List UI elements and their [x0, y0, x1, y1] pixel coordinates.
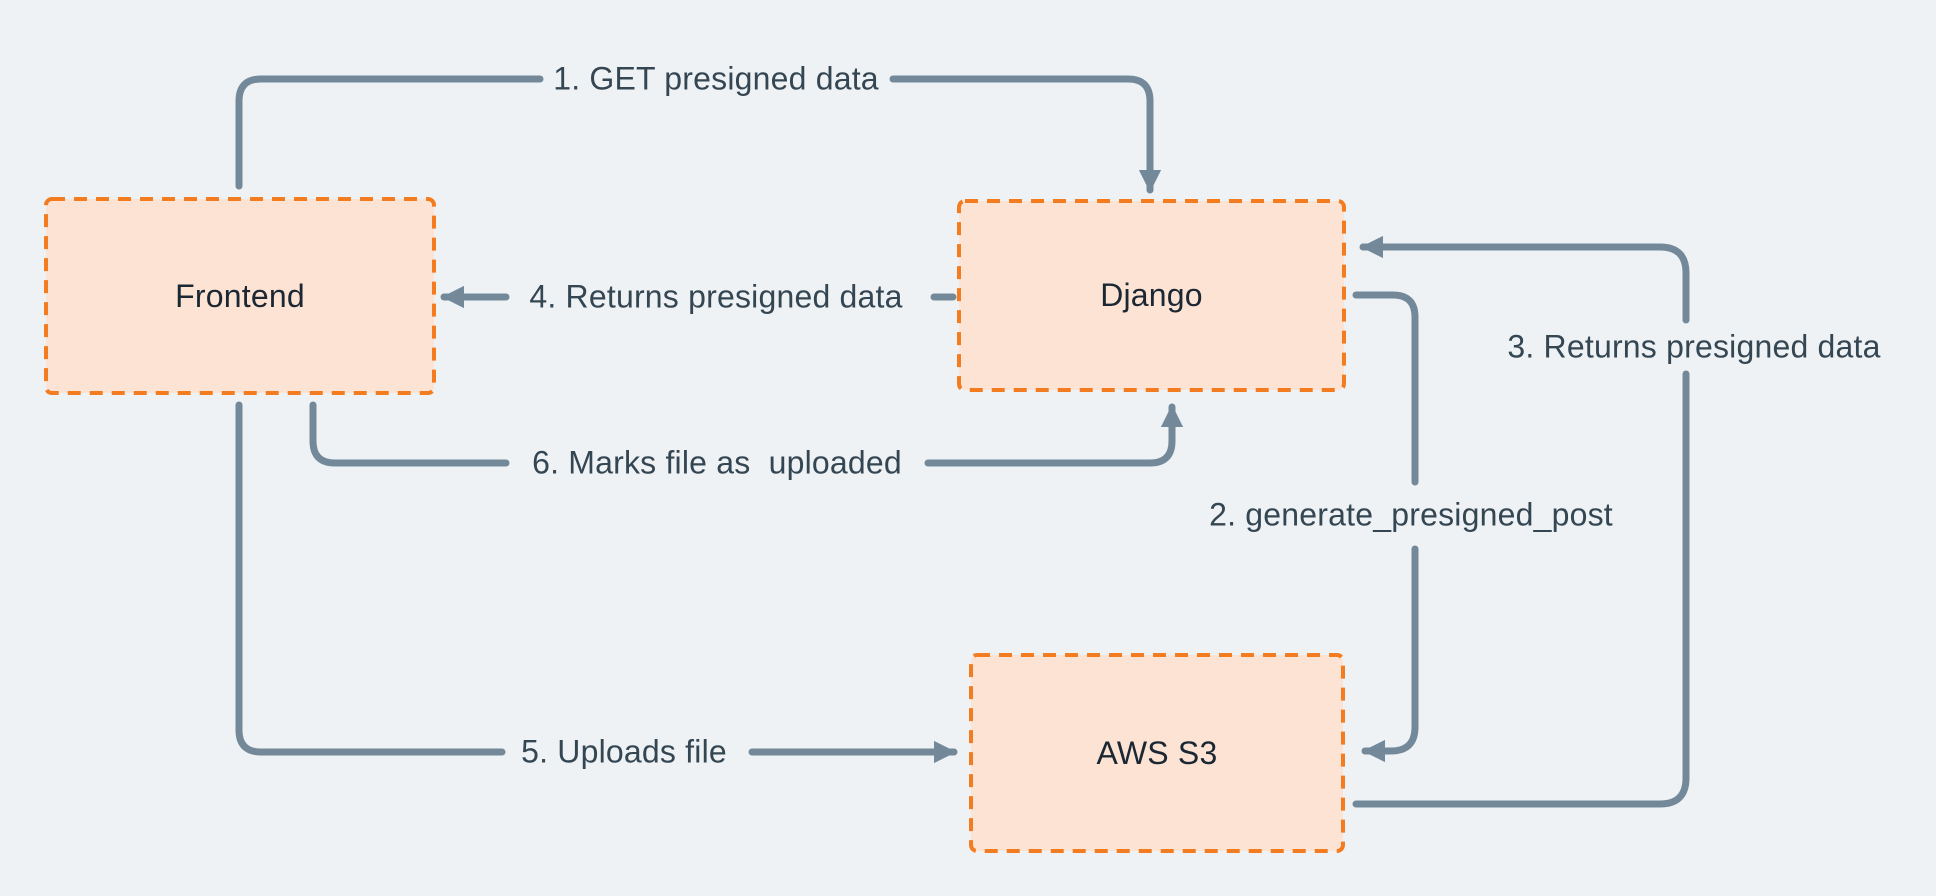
edge-2-line-start	[1352, 291, 1419, 486]
edge-1-line-start	[235, 75, 544, 190]
node-frontend-box	[44, 197, 436, 395]
node-frontend-label: Frontend	[175, 277, 305, 314]
edge-3-line-end	[1359, 235, 1690, 324]
edge-1-line-end	[889, 75, 1162, 194]
edge-5-line-start	[235, 401, 506, 756]
node-aws-s3-label: AWS S3	[1096, 734, 1218, 771]
edge-5-label: 5. Uploads file	[521, 733, 727, 770]
node-django-box	[957, 199, 1346, 392]
edge-2-line-end	[1361, 545, 1419, 763]
edge-2-label: 2. generate_presigned_post	[1209, 496, 1613, 533]
edge-4-label: 4. Returns presigned data	[529, 278, 903, 315]
edge-6-label: 6. Marks file as uploaded	[532, 444, 902, 481]
edge-1-label: 1. GET presigned data	[553, 60, 879, 97]
edge-6-line-end	[924, 403, 1184, 467]
edge-3-label: 3. Returns presigned data	[1507, 328, 1881, 365]
edge-6-line-start	[309, 401, 510, 467]
edge-3-line-start	[1352, 370, 1690, 808]
node-aws-s3-box	[969, 653, 1345, 853]
node-django-label: Django	[1100, 277, 1203, 313]
